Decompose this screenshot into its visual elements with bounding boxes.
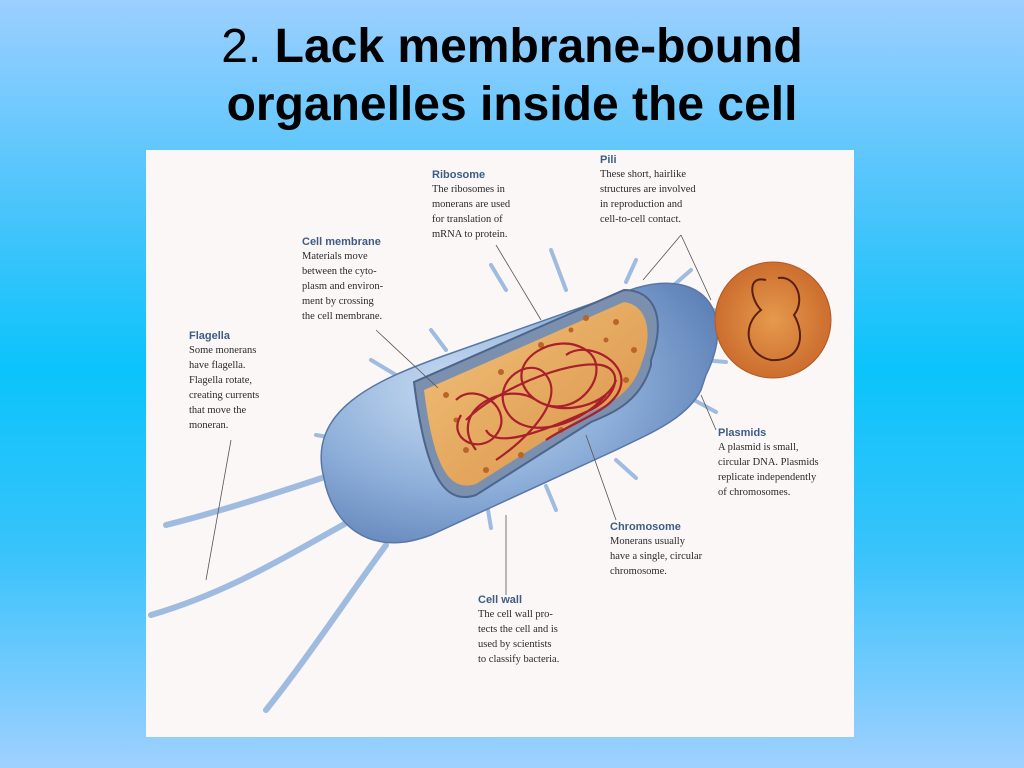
callout-ribosome-line-2: monerans are used	[432, 199, 511, 210]
bacterium-illustration	[148, 234, 832, 713]
callout-ribosome-heading: Ribosome	[432, 169, 486, 181]
callout-plasmids-heading: Plasmids	[718, 427, 767, 439]
callout-cell-membrane-heading: Cell membrane	[302, 236, 381, 248]
callout-flagella-heading: Flagella	[189, 330, 230, 342]
callout-cell-wall: Cell wall The cell wall pro- tects the c…	[478, 593, 559, 667]
callout-ribosome-line-3: for translation of	[432, 214, 503, 225]
callout-cell-wall-line-1: The cell wall pro-	[478, 609, 553, 620]
title-line-1: 2. Lack membrane-bound	[0, 18, 1024, 76]
callout-pili: Pili These short, hairlike structures ar…	[600, 153, 696, 227]
callout-pili-line-3: in reproduction and	[600, 199, 683, 210]
callout-flagella-line-2: have flagella.	[189, 360, 246, 371]
callout-chromosome-line-3: chromosome.	[610, 566, 667, 577]
callout-cell-membrane: Cell membrane Materials move between the…	[302, 235, 383, 324]
slide-title: 2. Lack membrane-bound organelles inside…	[0, 18, 1024, 134]
callout-cell-wall-line-3: used by scientists	[478, 639, 552, 650]
callout-ribosome-line-4: mRNA to protein.	[432, 229, 508, 240]
callout-flagella-line-4: creating currents	[189, 390, 260, 401]
callout-pili-line-1: These short, hairlike	[600, 169, 687, 180]
callout-chromosome-line-1: Monerans usually	[610, 536, 685, 547]
chromosome	[455, 342, 623, 461]
callout-cell-membrane-line-3: plasm and environ-	[302, 281, 384, 292]
callout-plasmids-line-1: A plasmid is small,	[718, 442, 799, 453]
plasmid-loop	[747, 276, 802, 362]
callout-cell-membrane-line-2: between the cyto-	[302, 266, 377, 277]
callout-plasmids: Plasmids A plasmid is small, circular DN…	[718, 426, 819, 500]
callout-pili-line-2: structures are involved	[600, 184, 696, 195]
callout-chromosome-line-2: have a single, circular	[610, 551, 703, 562]
title-text-line-2: organelles inside the cell	[226, 78, 798, 131]
callout-cell-wall-line-4: to classify bacteria.	[478, 654, 560, 665]
callout-cell-membrane-line-1: Materials move	[302, 251, 368, 262]
callout-pili-line-4: cell-to-cell contact.	[600, 214, 682, 225]
callout-flagella-line-5: that move the	[189, 405, 247, 416]
callout-cell-wall-line-2: tects the cell and is	[478, 624, 558, 635]
callout-plasmids-line-2: circular DNA. Plasmids	[718, 457, 819, 468]
callout-cell-wall-heading: Cell wall	[478, 594, 523, 606]
plasmid-magnified	[714, 261, 832, 379]
callout-chromosome: Chromosome Monerans usually have a singl…	[610, 520, 702, 579]
callout-ribosome-line-1: The ribosomes in	[432, 184, 505, 195]
callout-flagella-line-3: Flagella rotate,	[189, 375, 252, 386]
callout-chromosome-heading: Chromosome	[610, 521, 681, 533]
callout-cell-membrane-line-5: the cell membrane.	[302, 311, 383, 322]
cytoplasm	[424, 302, 648, 486]
bacterium-diagram: Ribosome The ribosomes in monerans are u…	[146, 150, 854, 737]
callout-plasmids-line-3: replicate independently	[718, 472, 817, 483]
callout-pili-heading: Pili	[600, 154, 617, 166]
title-number: 2.	[221, 20, 262, 73]
callout-flagella-line-6: moneran.	[189, 420, 229, 431]
callout-cell-membrane-line-4: ment by crossing	[302, 296, 374, 307]
title-text-line-1: Lack membrane-bound	[274, 20, 803, 73]
callout-plasmids-line-4: of chromosomes.	[718, 487, 791, 498]
callout-flagella: Flagella Some monerans have flagella. Fl…	[189, 329, 259, 433]
leader-lines	[205, 234, 717, 595]
callout-flagella-line-1: Some monerans	[189, 345, 257, 356]
callout-ribosome: Ribosome The ribosomes in monerans are u…	[432, 168, 510, 242]
